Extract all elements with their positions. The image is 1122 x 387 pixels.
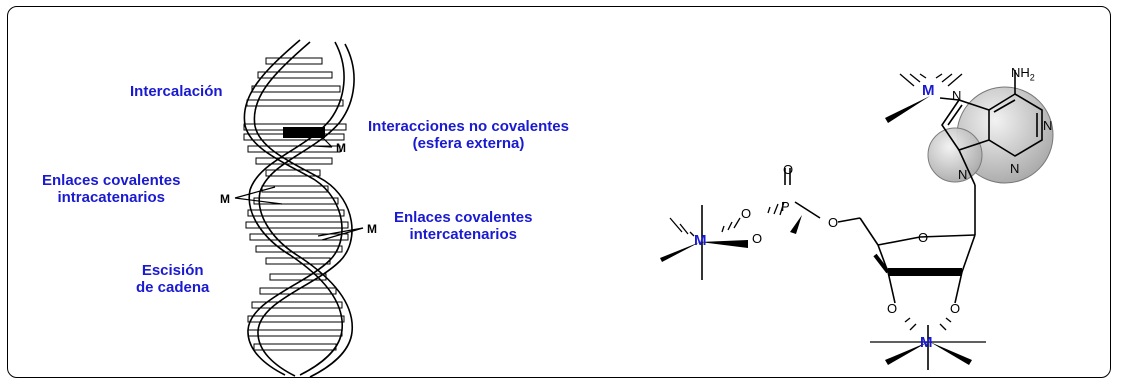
oxygen-label-o5: O <box>828 215 839 230</box>
intercalator-bar <box>283 127 325 138</box>
label-intrastrand-line2: intracatenarios <box>57 189 165 206</box>
metal-wedges <box>660 96 972 365</box>
nitrogen-label-n3: N <box>1010 161 1020 176</box>
dna-metal-label-interstrand: M <box>367 222 377 236</box>
label-noncovalent-line1: Interacciones no covalentes <box>368 118 569 135</box>
label-intrastrand-line1: Enlaces covalentes <box>42 172 181 189</box>
dna-metal-label-noncovalent: M <box>336 141 346 155</box>
label-intercalation: Intercalación <box>130 83 223 100</box>
nitrogen-label-n1: N <box>1043 118 1053 133</box>
label-noncovalent: Interacciones no covalentes (esfera exte… <box>368 118 569 152</box>
dna-metal-label-intrastrand: M <box>220 192 230 206</box>
metal-label-diol: M <box>920 334 933 351</box>
nitrogen-label-n7: N <box>952 88 962 103</box>
label-noncovalent-line2: (esfera externa) <box>412 135 525 152</box>
oxygen-label-ring: O <box>918 230 929 245</box>
molecule-bonds <box>701 70 1043 370</box>
amine-label: NH2 <box>1011 65 1035 83</box>
adenine-sphere-small <box>927 127 983 183</box>
phosphorus-label: P <box>781 199 790 214</box>
oxygen-label-p2: O <box>752 231 763 246</box>
label-interstrand-line1: Enlaces covalentes <box>394 209 533 226</box>
label-intrastrand: Enlaces covalentes intracatenarios <box>42 172 180 206</box>
oxygen-label-p1: O <box>741 206 752 221</box>
label-cleavage-line2: de cadena <box>136 279 210 296</box>
dna-metal-pointers <box>234 136 364 241</box>
diagram-frame <box>7 6 1111 378</box>
label-interstrand-line2: intercatenarios <box>409 226 517 243</box>
metal-hash-bonds <box>669 73 986 343</box>
label-cleavage-line1: Escisión <box>141 262 204 279</box>
label-chain-cleavage: Escisión de cadena <box>136 262 209 296</box>
oxygen-label-o3: O <box>887 301 898 316</box>
nitrogen-label-n9: N <box>958 167 968 182</box>
oxygen-label-phosphoryl: O <box>783 162 794 177</box>
dna-backbone-strands <box>243 39 355 378</box>
metal-label-phosphate: M <box>694 232 707 249</box>
metal-label-n7: M <box>922 82 935 99</box>
oxygen-label-o2: O <box>950 301 961 316</box>
label-interstrand: Enlaces covalentes intercatenarios <box>394 209 532 243</box>
